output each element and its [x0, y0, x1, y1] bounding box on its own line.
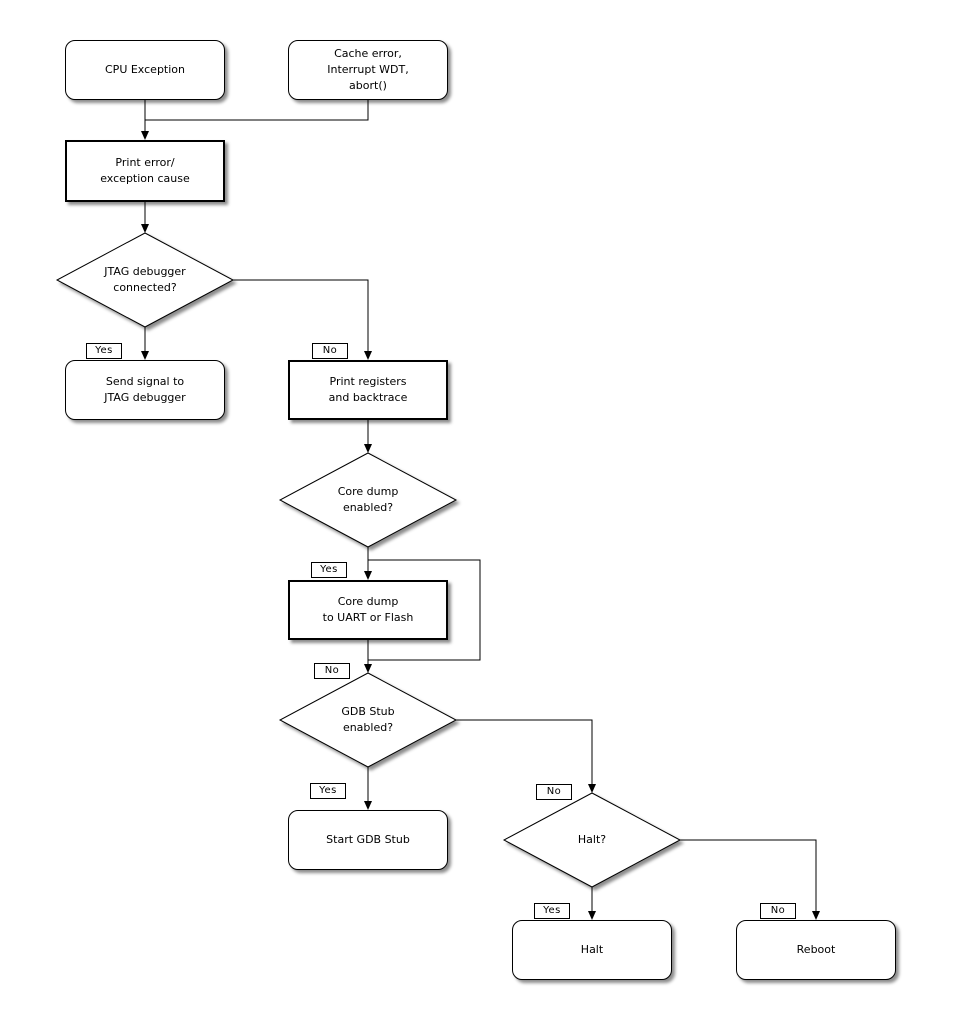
edge-label-core-dump-yes: Yes [311, 562, 347, 578]
edge-halt-no-to-reboot [680, 839, 820, 920]
node-reboot: Reboot [736, 920, 896, 980]
edge-label-halt-no: No [760, 903, 796, 919]
decision-gdb-stub-enabled-diamond [278, 672, 458, 768]
node-cache-error: Cache error, Interrupt WDT, abort() [288, 40, 448, 100]
node-core-dump: Core dump to UART or Flash [288, 580, 448, 640]
edge-jtag-no-to-print-registers [233, 279, 372, 360]
node-cpu-exception: CPU Exception [65, 40, 225, 100]
edge-label-gdb-no: No [536, 784, 572, 800]
edge-core-dump-yes-to-core-dump-box [364, 547, 372, 580]
decision-halt-diamond [502, 792, 682, 888]
node-send-signal: Send signal to JTAG debugger [65, 360, 225, 420]
node-print-registers: Print registers and backtrace [288, 360, 448, 420]
edge-print-registers-to-core-dump-decision [364, 420, 372, 453]
edge-halt-yes-to-halt [588, 887, 596, 920]
edge-core-dump-no-bypass-to-gdb-decision [364, 559, 481, 673]
edge-label-gdb-yes: Yes [310, 783, 346, 799]
edge-label-jtag-no: No [312, 343, 348, 359]
node-halt: Halt [512, 920, 672, 980]
node-print-error: Print error/ exception cause [65, 140, 225, 202]
node-start-gdb-stub: Start GDB Stub [288, 810, 448, 870]
decision-jtag-connected-diamond [55, 232, 235, 328]
edge-sources-to-print-error [141, 100, 369, 140]
edge-gdb-yes-to-start-gdb [364, 767, 372, 810]
decision-core-dump-enabled-diamond [278, 452, 458, 548]
edge-gdb-no-to-halt-decision [456, 719, 596, 793]
edge-print-error-to-jtag [141, 202, 149, 233]
edge-jtag-yes-to-send-signal [141, 327, 149, 360]
edge-label-halt-yes: Yes [534, 903, 570, 919]
edge-label-jtag-yes: Yes [86, 343, 122, 359]
edge-label-core-dump-no: No [314, 663, 350, 679]
